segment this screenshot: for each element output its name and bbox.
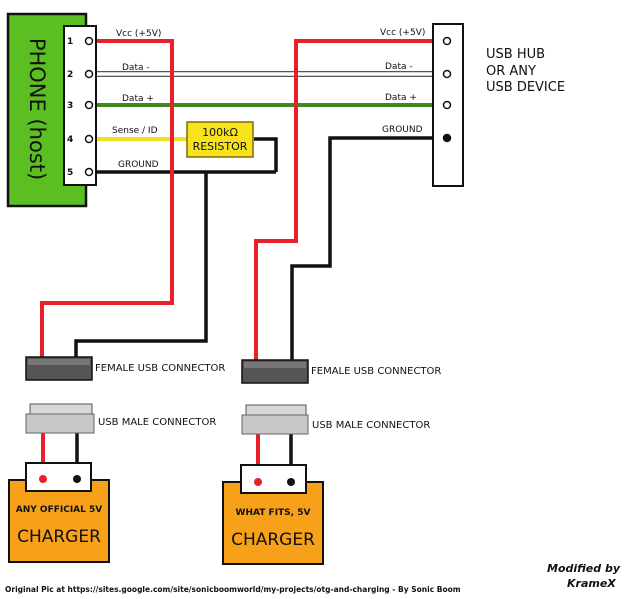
left-charger-ground-terminal xyxy=(73,475,81,483)
right-charger: WHAT FITS, 5V CHARGER xyxy=(222,464,324,565)
phone-pin-dot-3 xyxy=(84,100,94,110)
right-female-connector xyxy=(241,359,309,384)
right-charger-body xyxy=(222,481,324,565)
device-title-line-2: OR ANY xyxy=(486,64,536,79)
phone-label-vcc: Vcc (+5V) xyxy=(116,29,161,39)
device-ground-wire xyxy=(290,136,446,360)
usb-device-block xyxy=(432,23,464,187)
modified-credit-line-1: Modified by xyxy=(547,562,621,575)
left-charger-socket xyxy=(25,462,92,492)
left-charger: ANY OFFICIAL 5V CHARGER xyxy=(8,462,110,563)
device-pin-dot-3 xyxy=(442,100,452,110)
device-title-line-3: USB DEVICE xyxy=(486,80,565,95)
right-charger-socket xyxy=(240,464,307,494)
right-charger-subtitle: WHAT FITS, 5V xyxy=(236,508,311,518)
resistor-ground-wire xyxy=(254,137,278,172)
left-charger-title: CHARGER xyxy=(17,527,101,547)
left-charger-body xyxy=(8,479,110,563)
resistor-value: 100kΩ xyxy=(202,126,238,139)
phone-block: PHONE (host) 1 2 3 4 5 xyxy=(6,12,97,208)
device-pin-dot-2 xyxy=(442,69,452,79)
device-pin-dot-1 xyxy=(442,36,452,46)
phone-pin-5: 5 xyxy=(67,168,73,178)
left-charger-subtitle: ANY OFFICIAL 5V xyxy=(16,505,102,515)
right-male-connector-body xyxy=(241,414,309,435)
phone-pin-dot-1 xyxy=(84,36,94,46)
phone-label: PHONE (host) xyxy=(25,38,49,180)
right-female-connector-shade xyxy=(244,362,306,368)
device-title-line-1: USB HUB xyxy=(486,47,545,62)
modified-credit-line-2: KrameX xyxy=(567,577,616,590)
left-charger-vcc-terminal xyxy=(39,475,47,483)
device-label-data-plus: Data + xyxy=(385,93,417,103)
device-pin-dot-4 xyxy=(442,133,452,143)
phone-pin-dot-5 xyxy=(84,167,94,177)
device-vcc-wire xyxy=(254,39,446,360)
original-credit: Original Pic at https://sites.google.com… xyxy=(5,585,461,594)
phone-pin-dot-2 xyxy=(84,69,94,79)
left-male-connector-body xyxy=(25,413,95,434)
left-female-connector-shade xyxy=(28,359,90,365)
phone-label-data-minus: Data - xyxy=(122,63,150,73)
phone-vcc-wire xyxy=(40,39,174,358)
resistor-body xyxy=(186,121,254,158)
left-male-connector xyxy=(25,403,95,434)
ground-to-left-female-wire xyxy=(74,172,208,358)
right-charger-vcc-terminal xyxy=(254,478,262,486)
phone-pin-4: 4 xyxy=(67,135,73,145)
right-female-connector-label: FEMALE USB CONNECTOR xyxy=(311,366,441,377)
device-label-data-minus: Data - xyxy=(385,62,413,72)
left-female-connector-label: FEMALE USB CONNECTOR xyxy=(95,363,225,374)
device-label-ground: GROUND xyxy=(382,125,423,135)
resistor-label: RESISTOR xyxy=(193,140,248,153)
phone-pin-3: 3 xyxy=(67,101,73,111)
right-male-connector xyxy=(241,404,309,435)
phone-label-sense: Sense / ID xyxy=(112,126,158,136)
right-charger-title: CHARGER xyxy=(231,530,315,550)
phone-pin-1: 1 xyxy=(67,37,73,47)
phone-label-data-plus: Data + xyxy=(122,94,154,104)
right-male-connector-label: USB MALE CONNECTOR xyxy=(312,420,430,431)
phone-label-ground: GROUND xyxy=(118,160,159,170)
right-charger-ground-terminal xyxy=(287,478,295,486)
device-label-vcc: Vcc (+5V) xyxy=(380,28,425,38)
resistor: 100kΩ RESISTOR xyxy=(186,121,254,158)
phone-pin-dot-4 xyxy=(84,134,94,144)
left-male-connector-label: USB MALE CONNECTOR xyxy=(98,417,216,428)
phone-pin-2: 2 xyxy=(67,70,73,80)
left-female-connector xyxy=(25,356,93,381)
